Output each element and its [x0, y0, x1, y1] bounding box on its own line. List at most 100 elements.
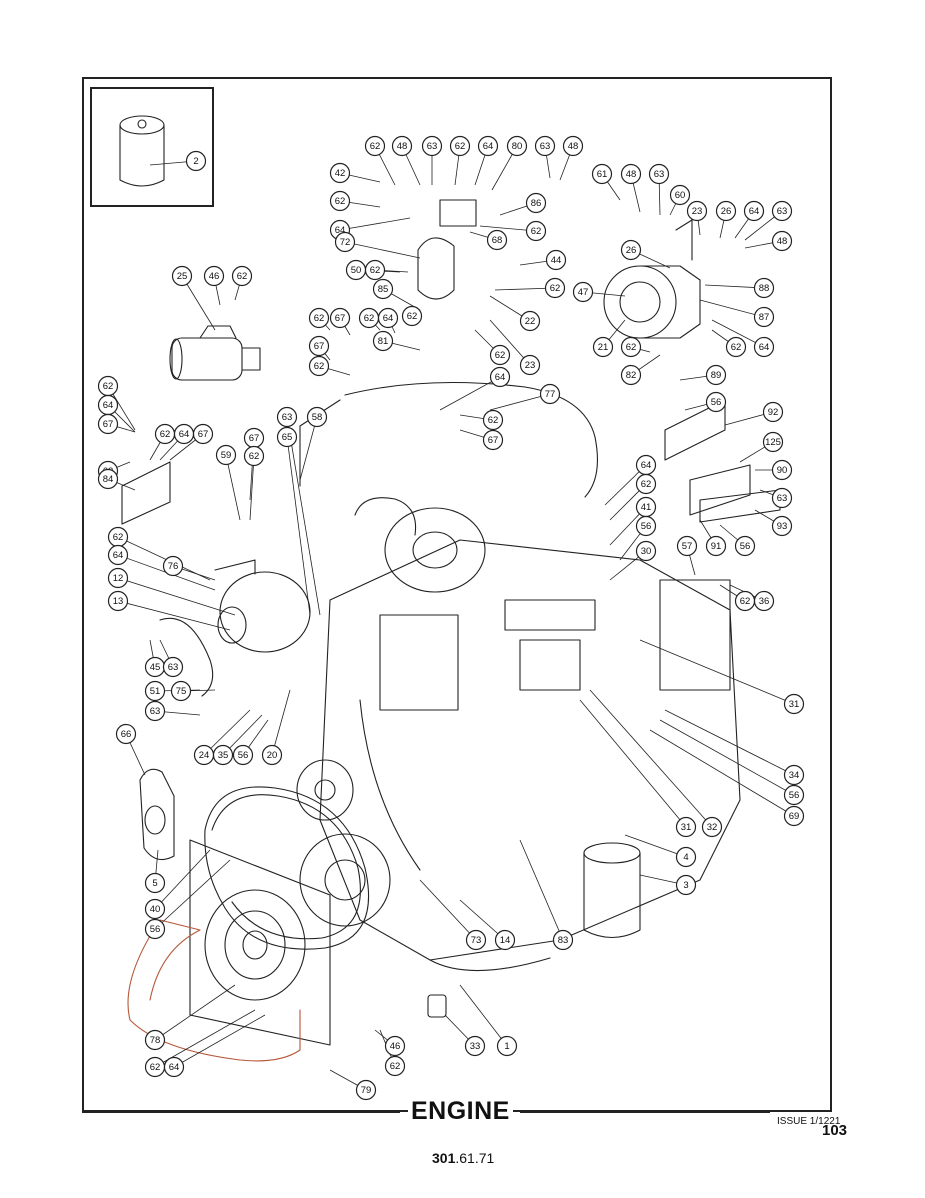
starter-motor-icon: [169, 325, 261, 381]
callout-label: 75: [176, 686, 187, 697]
callout-label: 69: [789, 811, 800, 822]
callout-label: 41: [641, 502, 652, 513]
callout-bubble: [620, 364, 642, 386]
callout-c58: 56: [705, 391, 727, 413]
leader-line-c122: [459, 984, 508, 1047]
callout-bubble: [477, 135, 499, 157]
page-number: 103: [822, 1122, 848, 1139]
callout-bubble: [705, 391, 727, 413]
callout-label: 80: [512, 141, 523, 152]
callout-c80: 41: [635, 496, 657, 518]
callout-label: 32: [707, 822, 718, 833]
leader-line-c66: [299, 416, 318, 481]
callout-bubble: [144, 700, 166, 722]
callout-label: 67: [335, 313, 346, 324]
callout-c64: 67: [192, 423, 214, 445]
callout-label: 63: [150, 706, 161, 717]
callout-bubble: [489, 344, 511, 366]
callout-label: 20: [267, 750, 278, 761]
callout-c105: 34: [783, 764, 805, 786]
callout-c81: 93: [771, 515, 793, 537]
leader-line-c115: [419, 879, 477, 941]
callout-bubble: [753, 277, 775, 299]
callout-c123: 46: [384, 1035, 406, 1057]
callout-c20: 23: [686, 200, 708, 222]
callout-label: 31: [789, 699, 800, 710]
callout-label: 67: [488, 435, 499, 446]
callout-label: 73: [471, 935, 482, 946]
callout-c101: 24: [193, 744, 215, 766]
callout-bubble: [743, 200, 765, 222]
callout-label: 14: [500, 935, 511, 946]
callout-bubble: [489, 366, 511, 388]
callout-label: 57: [682, 541, 693, 552]
callout-label: 21: [598, 342, 609, 353]
callout-label: 62: [731, 342, 742, 353]
callout-label: 72: [340, 237, 351, 248]
callout-label: 33: [470, 1041, 481, 1052]
callout-c98: 31: [783, 693, 805, 715]
callout-c23: 63: [771, 200, 793, 222]
callout-c55: 62: [97, 375, 119, 397]
callout-bubble: [231, 265, 253, 287]
callout-label: 91: [711, 541, 722, 552]
title-rule-right: [520, 1111, 770, 1113]
callout-c1: 2: [185, 150, 207, 172]
callout-c33: 62: [544, 277, 566, 299]
callout-label: 64: [759, 342, 770, 353]
leader-lines: [107, 145, 795, 1091]
leader-line-c118: [154, 984, 236, 1041]
callout-label: 62: [237, 271, 248, 282]
alternator-strap-icon: [159, 617, 214, 697]
callout-bubble: [421, 135, 443, 157]
callout-label: 63: [777, 493, 788, 504]
callout-bubble: [372, 278, 394, 300]
callout-bubble: [545, 249, 567, 271]
callout-c46: 62: [725, 336, 747, 358]
callout-bubble: [635, 515, 657, 537]
callout-bubble: [771, 230, 793, 252]
callout-bubble: [552, 929, 574, 951]
callout-c35: 88: [753, 277, 775, 299]
callout-c21: 26: [715, 200, 737, 222]
callout-label: 68: [492, 235, 503, 246]
callout-c44: 21: [592, 336, 614, 358]
callout-bubble: [276, 406, 298, 428]
callout-bubble: [635, 540, 657, 562]
callout-c103: 56: [232, 744, 254, 766]
callout-label: 89: [711, 370, 722, 381]
callout-label: 2: [193, 156, 198, 167]
callout-bubble: [203, 265, 225, 287]
callout-label: 62: [740, 596, 751, 607]
fan-shroud-icon: [127, 919, 301, 1062]
filter-inset-box: [90, 87, 214, 207]
callout-label: 62: [495, 350, 506, 361]
callout-bubble: [525, 192, 547, 214]
callout-c18: 62: [525, 220, 547, 242]
callout-c104: 20: [261, 744, 283, 766]
callout-c13: 63: [648, 163, 670, 185]
callout-c69: 125: [762, 431, 784, 453]
callout-bubble: [97, 468, 119, 490]
callout-c63: 64: [173, 423, 195, 445]
callout-bubble: [783, 805, 805, 827]
callout-label: 31: [681, 822, 692, 833]
callout-bubble: [144, 898, 166, 920]
callout-label: 42: [335, 168, 346, 179]
callout-c25: 48: [771, 230, 793, 252]
fan-guard-icon: [189, 839, 331, 1046]
callout-c78: 62: [635, 473, 657, 495]
callout-label: 88: [759, 283, 770, 294]
callout-label: 63: [777, 206, 788, 217]
callout-label: 48: [626, 169, 637, 180]
callout-label: 1: [504, 1041, 509, 1052]
callout-label: 56: [641, 521, 652, 532]
callout-c82: 91: [705, 535, 727, 557]
leader-line-c90: [117, 577, 236, 616]
leader-line-c105: [664, 709, 795, 776]
callout-c24: 72: [334, 231, 356, 253]
callout-c50: 23: [519, 354, 541, 376]
callout-label: 23: [692, 206, 703, 217]
callout-label: 58: [312, 412, 323, 423]
callout-bubble: [544, 277, 566, 299]
